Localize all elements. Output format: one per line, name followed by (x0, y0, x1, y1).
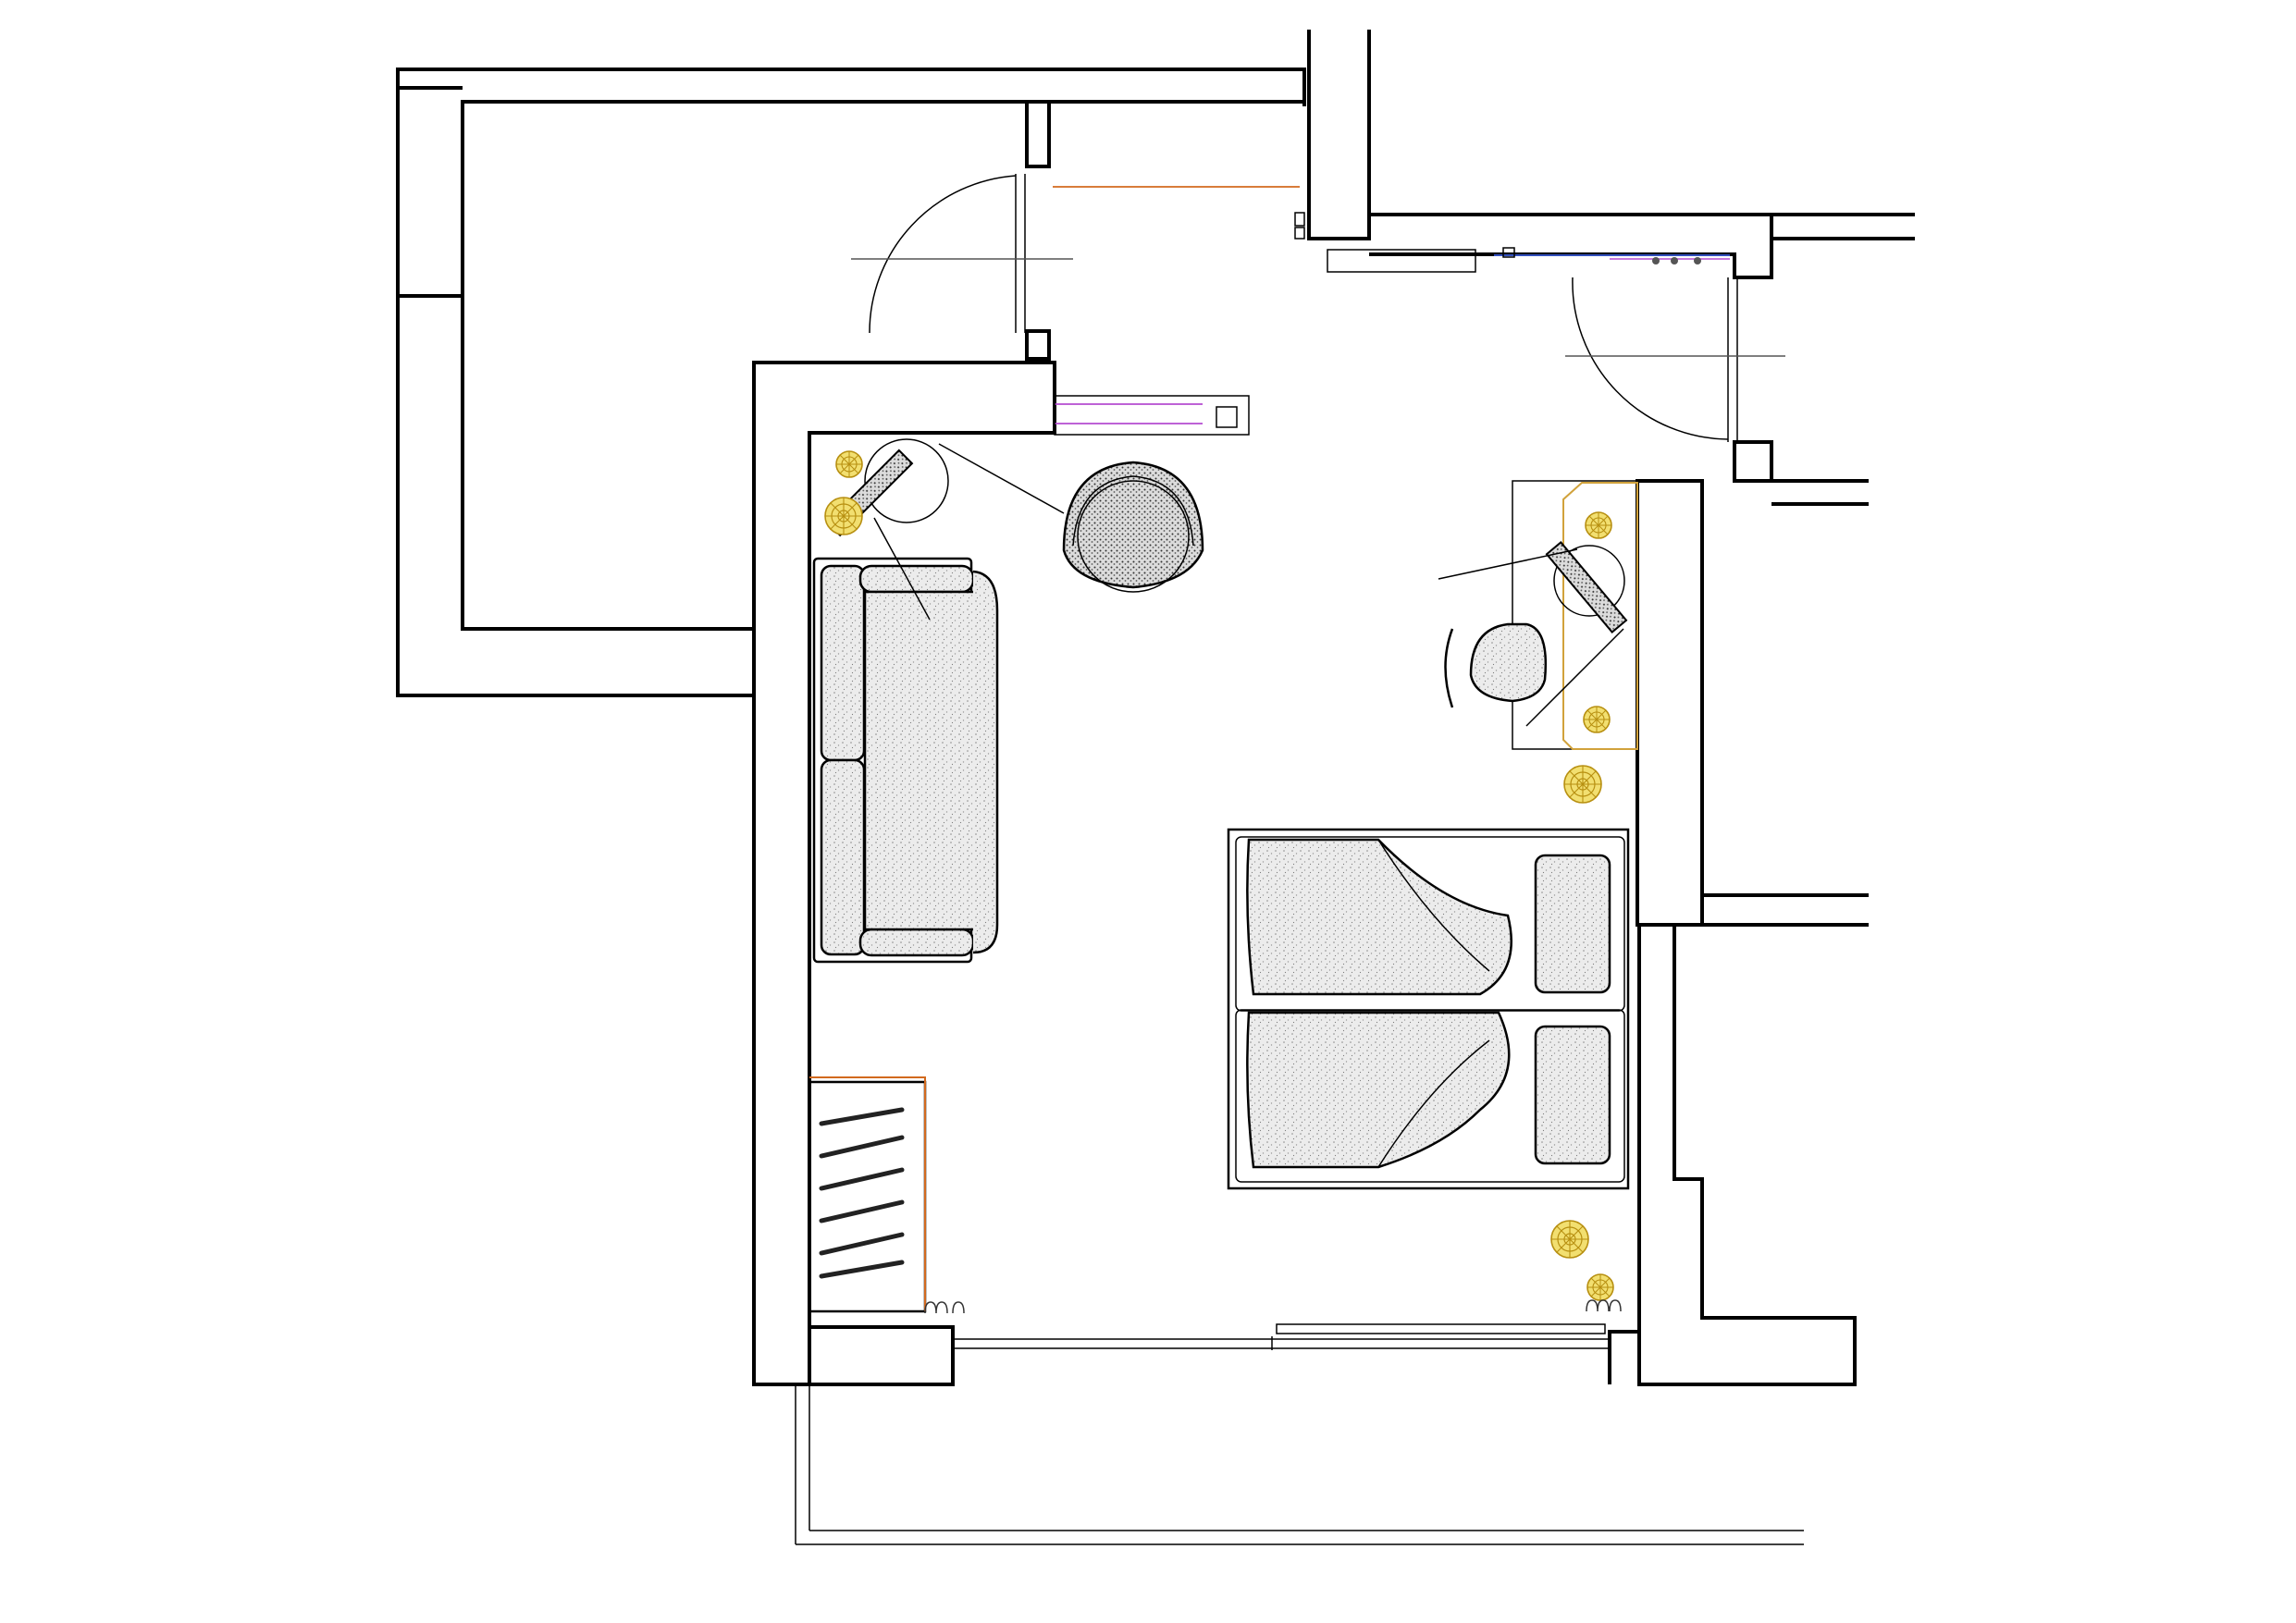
sofa (812, 557, 999, 964)
desk-chair (1444, 622, 1547, 708)
sliding-window[interactable] (953, 1323, 1610, 1350)
swing-door-top[interactable] (851, 174, 1073, 334)
slippers (924, 1299, 1622, 1314)
walls (396, 30, 1915, 1545)
hanger-icon (819, 1107, 905, 1279)
armchair (1062, 461, 1204, 593)
wardrobe (808, 1076, 927, 1313)
desk (1438, 480, 1638, 750)
swing-door-right[interactable] (1565, 277, 1785, 442)
plant-icon (1550, 1220, 1614, 1301)
double-bed (1227, 828, 1630, 1190)
